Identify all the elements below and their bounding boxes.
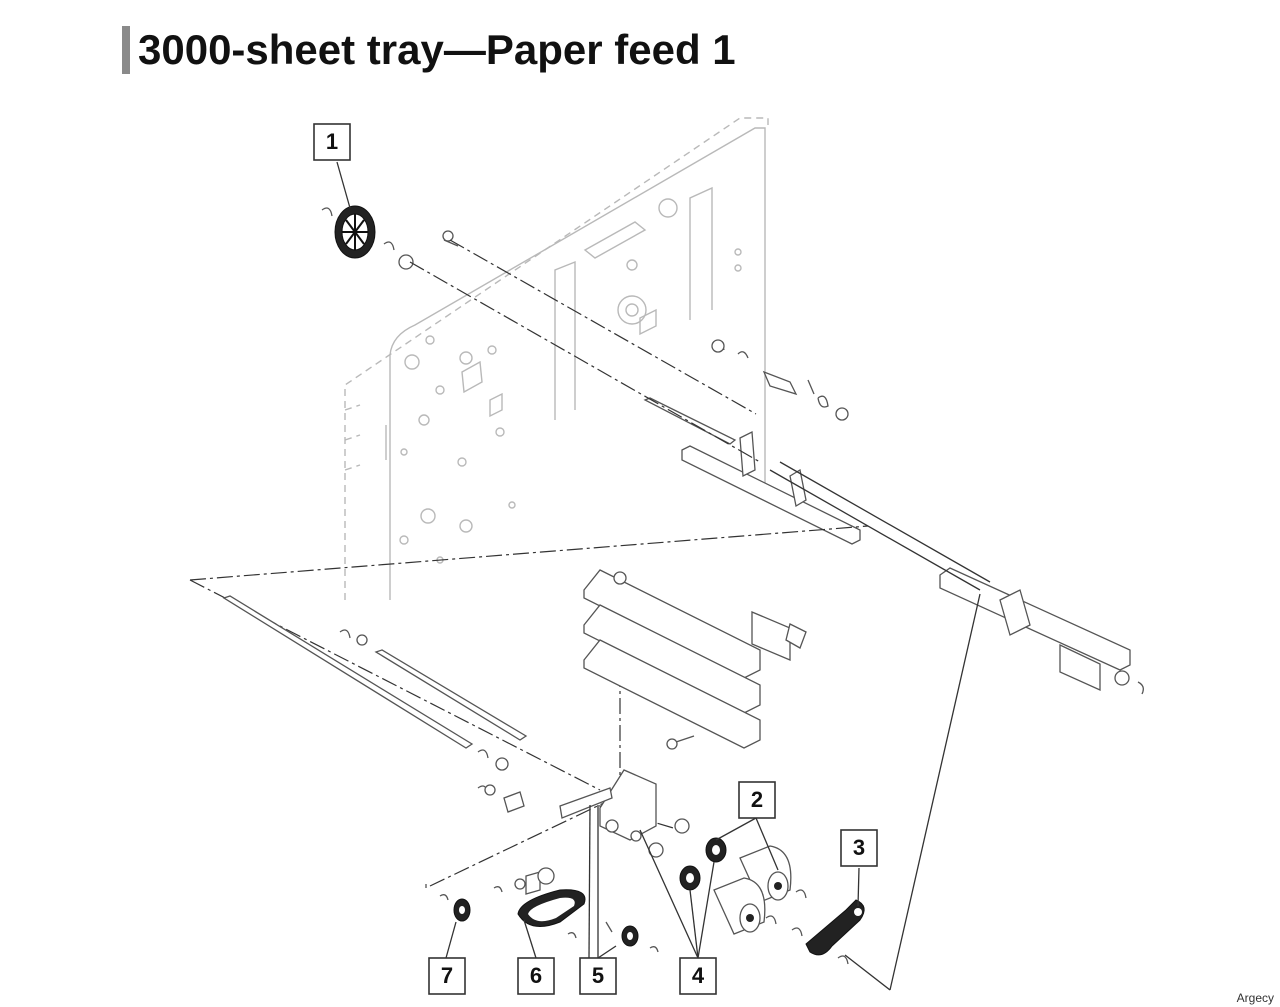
lower-drive-parts bbox=[425, 867, 659, 953]
svg-text:7: 7 bbox=[441, 963, 453, 988]
gear-part bbox=[334, 205, 376, 259]
explosion-lines bbox=[189, 239, 981, 991]
callout-leaders bbox=[336, 161, 860, 959]
callout-7: 7 bbox=[428, 957, 466, 995]
title-accent-bar bbox=[122, 26, 130, 74]
stacked-plates bbox=[583, 569, 807, 750]
drive-shafts bbox=[222, 595, 528, 813]
tray-frame bbox=[344, 117, 769, 600]
callout-2: 2 bbox=[738, 781, 776, 819]
svg-text:6: 6 bbox=[530, 963, 542, 988]
svg-text:1: 1 bbox=[326, 129, 338, 154]
upper-small-parts bbox=[321, 207, 849, 421]
callout-4: 4 bbox=[679, 957, 717, 995]
callout-3: 3 bbox=[840, 829, 878, 867]
svg-text:4: 4 bbox=[692, 963, 705, 988]
svg-text:2: 2 bbox=[751, 787, 763, 812]
pick-lever bbox=[805, 899, 865, 965]
pick-rollers bbox=[679, 837, 807, 937]
svg-text:3: 3 bbox=[853, 835, 865, 860]
callout-5: 5 bbox=[579, 957, 617, 995]
svg-text:5: 5 bbox=[592, 963, 604, 988]
roller-bracket bbox=[559, 769, 690, 858]
callout-6: 6 bbox=[517, 957, 555, 995]
watermark-text: Argecy bbox=[1236, 991, 1274, 1005]
callout-1: 1 bbox=[313, 123, 351, 161]
page-title: 3000-sheet tray—Paper feed 1 bbox=[138, 26, 736, 73]
